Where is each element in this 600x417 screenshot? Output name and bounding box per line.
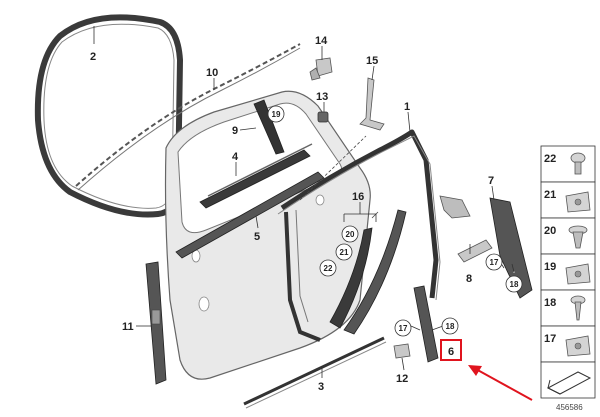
screw-icon — [570, 295, 586, 321]
svg-text:22: 22 — [324, 264, 333, 273]
circled-ref-20: 20 — [341, 225, 359, 243]
callout-13: 13 — [316, 91, 328, 103]
svg-text:18: 18 — [446, 322, 455, 331]
glass-run-channel — [284, 211, 321, 342]
svg-text:20: 20 — [346, 230, 355, 239]
circled-ref-18b: 18 — [441, 317, 459, 335]
callout-4: 4 — [232, 151, 239, 163]
svg-text:17: 17 — [490, 258, 499, 267]
door-hole — [198, 296, 210, 312]
direction-arrow-icon — [546, 371, 592, 395]
svg-text:19: 19 — [544, 261, 556, 273]
parts-panel-row: 19 — [540, 253, 596, 291]
parts-panel-row: 22 — [540, 145, 596, 183]
svg-text:22: 22 — [544, 153, 556, 165]
nut-clip-icon — [565, 263, 591, 285]
circled-ref-18a: 18 — [505, 275, 523, 293]
nut-clip-icon — [565, 191, 591, 213]
parts-panel-row-arrow — [540, 361, 596, 399]
highlighted-callout-6: 6 — [440, 339, 462, 361]
svg-text:17: 17 — [544, 333, 556, 345]
belt-molding-strip — [175, 171, 325, 259]
lower-sill-strip-edge — [245, 341, 387, 409]
lower-sill-strip — [243, 336, 385, 406]
bracket-part-15 — [359, 77, 385, 131]
clip-part-12 — [393, 343, 411, 359]
callout-12: 12 — [396, 373, 408, 385]
circled-ref-21: 21 — [335, 243, 353, 261]
nut-clip-icon — [565, 335, 591, 357]
svg-text:17: 17 — [399, 324, 408, 333]
callout-10: 10 — [206, 67, 218, 79]
circled-ref-19a: 19 — [267, 105, 285, 123]
parts-panel: 22 21 20 19 — [540, 145, 596, 399]
parts-panel-row: 21 — [540, 181, 596, 219]
callout-15: 15 — [366, 55, 378, 67]
callout-1: 1 — [404, 101, 410, 113]
parts-panel-row: 17 — [540, 325, 596, 363]
trim-part-11-clip — [151, 309, 161, 325]
callout-11: 11 — [122, 321, 134, 333]
curved-trim-strip-2 — [343, 209, 407, 335]
callout-6: 6 — [448, 346, 454, 358]
svg-text:21: 21 — [544, 189, 556, 201]
callout-7: 7 — [488, 175, 494, 187]
red-arrow-icon — [468, 365, 533, 401]
callout-8: 8 — [466, 273, 472, 285]
callout-5: 5 — [254, 231, 260, 243]
door-hole — [315, 194, 325, 206]
callout-2: 2 — [90, 51, 96, 63]
door-frame-seal-outer — [277, 135, 441, 301]
window-channel-strip — [199, 149, 311, 209]
door-seal-loop — [34, 14, 183, 218]
circled-ref-17a: 17 — [485, 253, 503, 271]
door-seal-loop-inner — [43, 23, 175, 209]
svg-text:18: 18 — [510, 280, 519, 289]
circled-ref-17b: 17 — [394, 319, 412, 337]
callout-3: 3 — [318, 381, 324, 393]
leader-lines — [93, 26, 515, 378]
svg-text:18: 18 — [544, 297, 556, 309]
weatherstrip-upper — [75, 43, 301, 187]
parts-panel-row: 18 — [540, 289, 596, 327]
push-rivet-icon — [568, 225, 588, 249]
callout-16: 16 — [352, 191, 364, 203]
curved-trim-strip — [329, 227, 373, 329]
corner-trim-triangle — [253, 99, 285, 155]
svg-text:20: 20 — [544, 225, 556, 237]
svg-text:21: 21 — [340, 248, 349, 257]
reference-number: 456586 — [556, 403, 583, 412]
clip-part-13 — [317, 111, 329, 123]
door-trim-part-6 — [413, 285, 439, 363]
svg-text:19: 19 — [272, 110, 281, 119]
glass-run-channel-b — [295, 209, 309, 323]
bracket-part-14-tab — [309, 67, 321, 81]
alignment-line — [299, 135, 367, 201]
clip-icon — [570, 152, 586, 175]
circled-ref-22: 22 — [319, 259, 337, 277]
weatherstrip-upper-line — [77, 47, 301, 191]
alignment-line — [371, 211, 379, 219]
pillar-trim-part-7 — [489, 197, 533, 299]
parts-panel-row: 20 — [540, 217, 596, 255]
highlight-box — [440, 339, 462, 361]
bracket-part-8 — [457, 239, 493, 263]
window-channel-strip-top — [207, 143, 313, 197]
callout-9: 9 — [232, 125, 238, 137]
callout-14: 14 — [315, 35, 328, 47]
corner-bracket — [439, 195, 471, 219]
